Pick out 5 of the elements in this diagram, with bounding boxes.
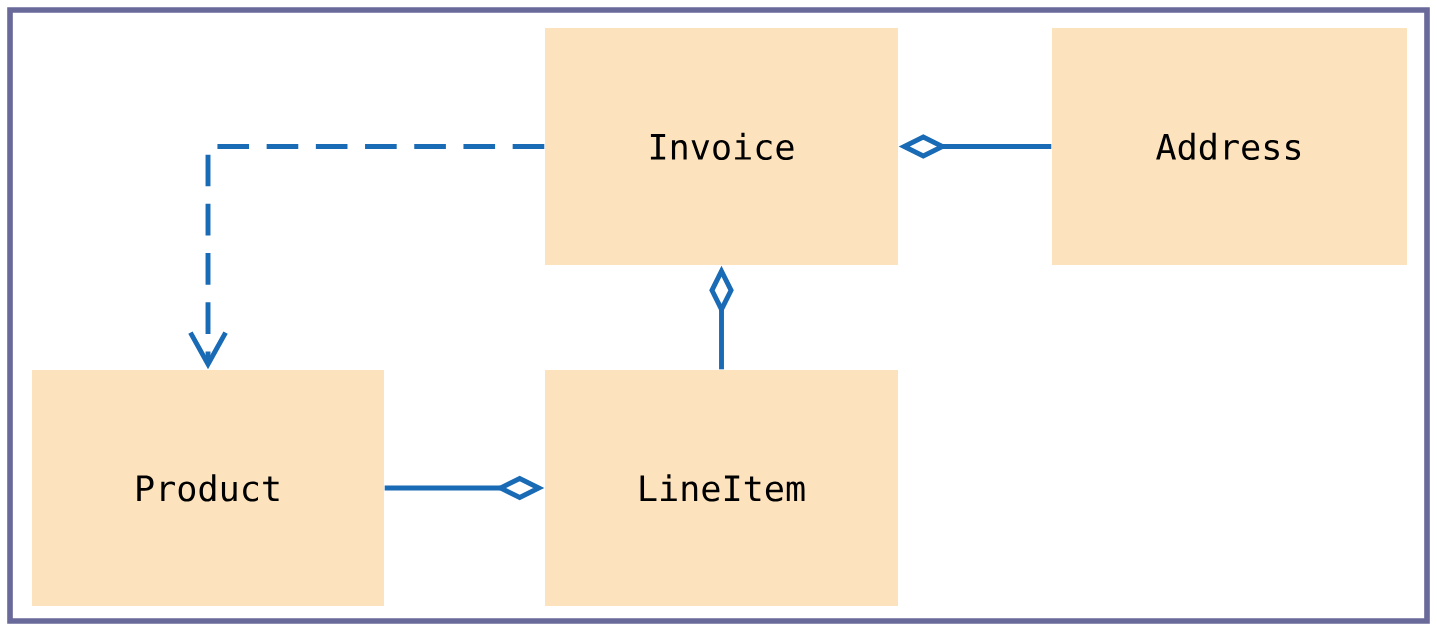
class-box: Address	[1052, 28, 1407, 265]
class-box: Product	[32, 370, 384, 606]
class-box: Invoice	[545, 28, 898, 265]
class-box: LineItem	[545, 370, 898, 606]
dependency-arrow	[188, 144, 545, 370]
